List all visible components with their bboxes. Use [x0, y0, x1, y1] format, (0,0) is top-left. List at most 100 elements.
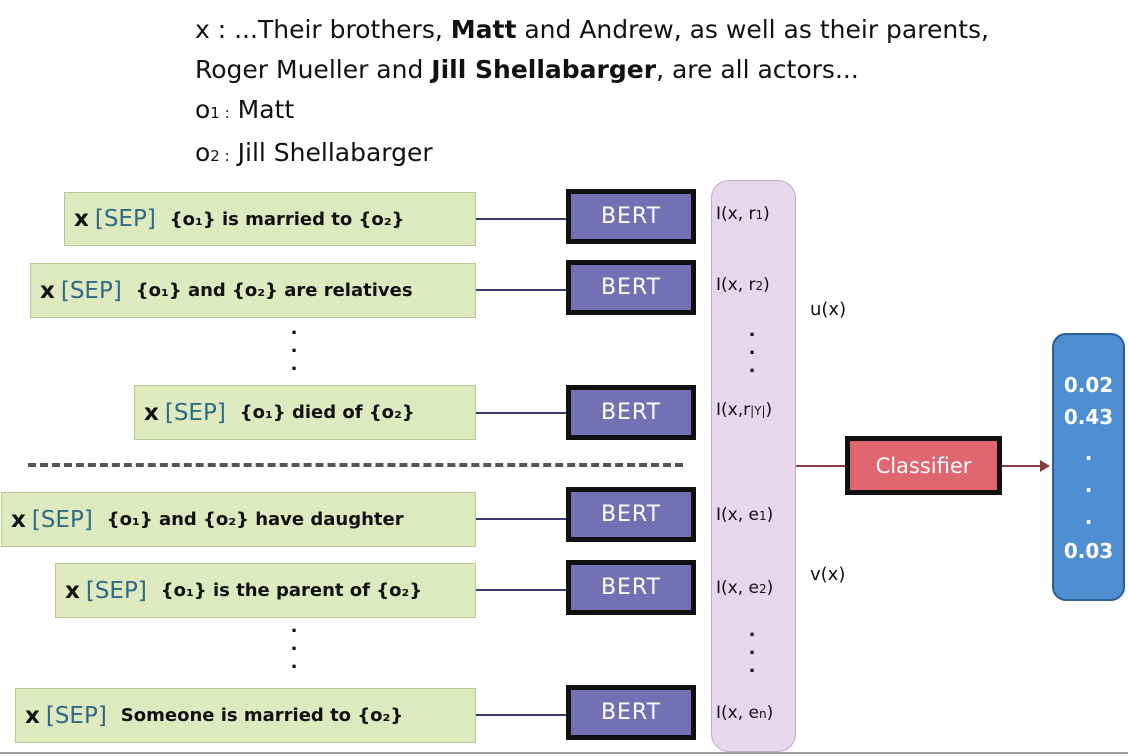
- template-x: x: [144, 399, 159, 426]
- template-box: x[SEP] {o₁} died of {o₂}: [134, 385, 476, 440]
- template-box: x[SEP]{o₁} is married to {o₂}: [64, 192, 476, 246]
- sentence-line-2: Roger Mueller and Jill Shellabarger, are…: [195, 50, 1095, 90]
- output-dot: .: [1084, 441, 1093, 465]
- dot: .: [748, 620, 756, 641]
- dot: .: [290, 336, 298, 357]
- sentence-line-1: x : ...Their brothers, Matt and Andrew, …: [195, 10, 1095, 50]
- output-probability-vector: 0.02 0.43 . . . 0.03: [1052, 333, 1125, 601]
- template-box: x[SEP] {o₁} and {o₂} have daughter: [1, 492, 476, 547]
- dot: .: [290, 318, 298, 339]
- representation-panel: [711, 180, 796, 752]
- sentence-text: , are all actors...: [656, 55, 859, 84]
- template-sep: [SEP]: [85, 577, 147, 604]
- sentence-text: x : ...Their brothers,: [195, 15, 451, 44]
- bert-label: BERT: [600, 575, 662, 600]
- repr-subscript: 1: [758, 509, 767, 523]
- entity-o2-highlight: Jill Shellabarger: [431, 55, 657, 84]
- bert-encoder-box: BERT: [566, 260, 696, 315]
- template-text: {o₁} died of {o₂}: [239, 402, 415, 423]
- repr-close: ): [766, 578, 774, 598]
- template-text: Someone is married to {o₂}: [120, 705, 404, 726]
- template-sep: [SEP]: [94, 206, 156, 232]
- repr-main: I(x, e: [716, 578, 759, 598]
- template-x: x: [11, 506, 26, 533]
- dot: .: [748, 338, 756, 359]
- connector-line: [476, 412, 566, 414]
- bert-encoder-box: BERT: [566, 385, 696, 440]
- bert-encoder-box: BERT: [566, 560, 696, 615]
- output-value: 0.02: [1063, 373, 1114, 397]
- repr-subscript: 2: [755, 279, 764, 293]
- repr-close: ): [766, 703, 774, 723]
- dot: .: [748, 356, 756, 377]
- representation-label: I(x, e1): [716, 505, 773, 525]
- repr-subscript: 1: [755, 208, 764, 222]
- template-x: x: [65, 577, 80, 604]
- template-box: x[SEP]Someone is married to {o₂}: [15, 688, 476, 743]
- dot: .: [748, 638, 756, 659]
- connector-line: [476, 218, 566, 220]
- o2-label: o: [195, 138, 211, 167]
- arrow-to-classifier: [796, 465, 845, 467]
- output-dot: .: [1084, 473, 1093, 497]
- vertical-ellipsis: . . .: [742, 322, 762, 376]
- bert-label: BERT: [600, 400, 662, 425]
- dot: .: [290, 652, 298, 673]
- template-box: x[SEP]{o₁} is the parent of {o₂}: [55, 563, 476, 618]
- entity-o1-line: o1 : Matt: [195, 90, 1095, 133]
- entity-o1-highlight: Matt: [450, 15, 517, 44]
- connector-line: [476, 518, 566, 520]
- repr-subscript: 2: [758, 582, 767, 596]
- repr-close: ): [766, 505, 774, 525]
- representation-label: I(x, r2): [716, 275, 770, 295]
- vertical-ellipsis: . . .: [742, 622, 762, 676]
- template-sep: [SEP]: [45, 702, 107, 729]
- arrow-to-output: [1002, 465, 1042, 467]
- connector-line: [476, 589, 566, 591]
- connector-line: [476, 714, 566, 716]
- output-value: 0.03: [1063, 539, 1114, 563]
- output-dot: .: [1084, 505, 1093, 529]
- repr-main: I(x,r: [716, 400, 751, 420]
- arrowhead-icon: [1040, 460, 1050, 472]
- template-sep: [SEP]: [164, 399, 226, 426]
- group-label-v: v(x): [810, 564, 846, 585]
- sentence-text: Roger Mueller and: [195, 55, 432, 84]
- template-text: {o₁} and {o₂} are relatives: [135, 280, 413, 301]
- sentence-text: and Andrew, as well as their parents,: [516, 15, 989, 44]
- representation-label: I(x, en): [716, 703, 773, 723]
- template-x: x: [40, 277, 55, 304]
- classifier-box: Classifier: [845, 436, 1002, 495]
- vertical-ellipsis: . . .: [284, 320, 304, 374]
- o1-subscript: 1 :: [210, 104, 230, 122]
- repr-main: I(x, r: [716, 275, 756, 295]
- repr-subscript: |Y|: [750, 404, 766, 418]
- bert-label: BERT: [600, 275, 662, 300]
- repr-main: I(x, e: [716, 505, 759, 525]
- repr-main: I(x, r: [716, 204, 756, 224]
- repr-main: I(x, e: [716, 703, 759, 723]
- vertical-ellipsis: . . .: [284, 618, 304, 672]
- repr-subscript: n: [758, 707, 767, 721]
- repr-close: ): [765, 400, 773, 420]
- classifier-label: Classifier: [875, 453, 972, 478]
- bert-label: BERT: [600, 204, 662, 229]
- template-box: x[SEP]{o₁} and {o₂} are relatives: [30, 263, 476, 318]
- group-label-u: u(x): [810, 299, 847, 320]
- repr-close: ): [763, 275, 770, 295]
- o2-subscript: 2 :: [210, 147, 230, 165]
- repr-close: ): [763, 204, 770, 224]
- bert-label: BERT: [600, 700, 662, 725]
- representation-label: I(x,r|Y|): [716, 400, 772, 420]
- o1-value: Matt: [237, 95, 295, 124]
- o1-label: o: [195, 95, 211, 124]
- dot: .: [290, 616, 298, 637]
- output-value: 0.43: [1063, 405, 1114, 429]
- template-sep: [SEP]: [31, 506, 93, 533]
- dot: .: [290, 354, 298, 375]
- entity-o2-line: o2 : Jill Shellabarger: [195, 133, 1095, 176]
- template-text: {o₁} and {o₂} have daughter: [106, 509, 404, 530]
- bert-encoder-box: BERT: [566, 685, 696, 740]
- representation-label: I(x, r1): [716, 204, 770, 224]
- connector-line: [476, 289, 566, 291]
